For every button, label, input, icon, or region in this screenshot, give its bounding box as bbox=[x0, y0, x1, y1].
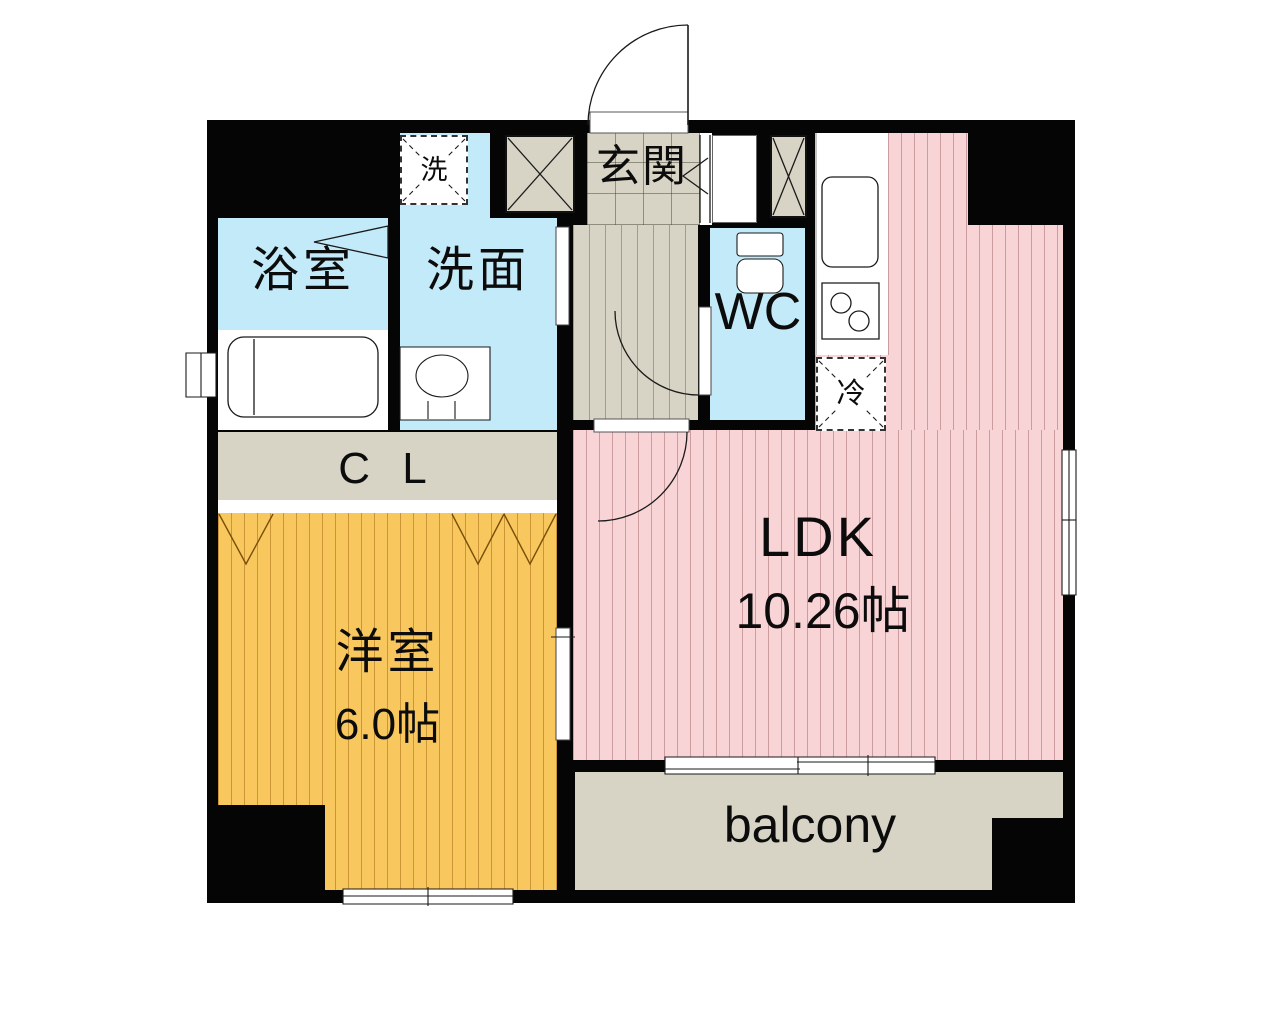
western-room-label: 洋室 bbox=[335, 626, 440, 679]
room-balcony bbox=[575, 772, 1063, 890]
closet-door-track bbox=[218, 500, 557, 513]
bathroom-label: 浴室 bbox=[250, 244, 355, 297]
closet-cl bbox=[218, 432, 557, 500]
ldk-label: LDK bbox=[759, 505, 877, 568]
entrance-door-icon bbox=[588, 25, 688, 133]
western-room-area-label: 6.0帖 bbox=[334, 700, 441, 749]
kitchen-counter-area bbox=[815, 133, 888, 355]
pillar-bottom-left bbox=[207, 805, 325, 903]
hallway bbox=[573, 225, 698, 420]
entrance-step-strip bbox=[700, 133, 712, 225]
pipe-shaft-right bbox=[770, 135, 807, 218]
wc-label: WC bbox=[714, 283, 802, 341]
closet-label: C L bbox=[338, 444, 437, 493]
pillar-bottom-right bbox=[992, 818, 1075, 903]
washroom-label: 洗面 bbox=[425, 244, 530, 297]
entrance-label: 玄関 bbox=[596, 142, 688, 191]
shoe-cabinet bbox=[712, 135, 757, 223]
pipe-shaft-left bbox=[505, 135, 575, 213]
bathroom-tub-area bbox=[218, 330, 388, 430]
pillar-top-right bbox=[968, 120, 1075, 225]
washer-space-label: 洗 bbox=[420, 154, 448, 185]
ldk-area-label: 10.26帖 bbox=[735, 583, 911, 639]
balcony-label: balcony bbox=[723, 797, 897, 853]
room-entrance bbox=[587, 133, 700, 225]
refrigerator-space-box: 冷 bbox=[816, 357, 886, 431]
refrigerator-space-label: 冷 bbox=[836, 377, 866, 410]
washer-space-box: 洗 bbox=[400, 135, 468, 205]
